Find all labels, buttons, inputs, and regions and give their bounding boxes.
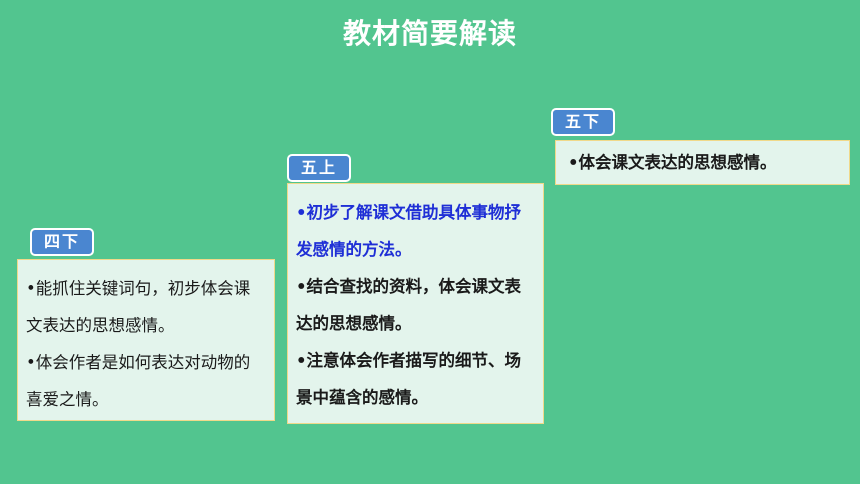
bullet-item: •体会作者是如何表达对动物的喜爱之情。 (26, 353, 251, 409)
content-box-5x: •体会课文表达的思想感情。 (555, 140, 850, 185)
content-box-4x: •能抓住关键词句，初步体会课文表达的思想感情。 •体会作者是如何表达对动物的喜爱… (17, 259, 275, 421)
bullet-item: •能抓住关键词句，初步体会课文表达的思想感情。 (26, 279, 251, 335)
bullet-item: •结合查找的资料，体会课文表达的思想感情。 (296, 277, 522, 333)
bullet-item: •注意体会作者描写的细节、场景中蕴含的感情。 (296, 351, 522, 407)
content-box-5s: •初步了解课文借助具体事物抒发感情的方法。 •结合查找的资料，体会课文表达的思想… (287, 183, 544, 424)
grade-tag-5x: 五下 (551, 108, 615, 136)
page-title: 教材简要解读 (342, 17, 517, 50)
grade-tag-4x: 四下 (30, 228, 94, 256)
grade-tag-5s: 五上 (287, 154, 351, 182)
bullet-item-highlight: •初步了解课文借助具体事物抒发感情的方法。 (296, 203, 522, 259)
bullet-item: •体会课文表达的思想感情。 (568, 153, 777, 172)
